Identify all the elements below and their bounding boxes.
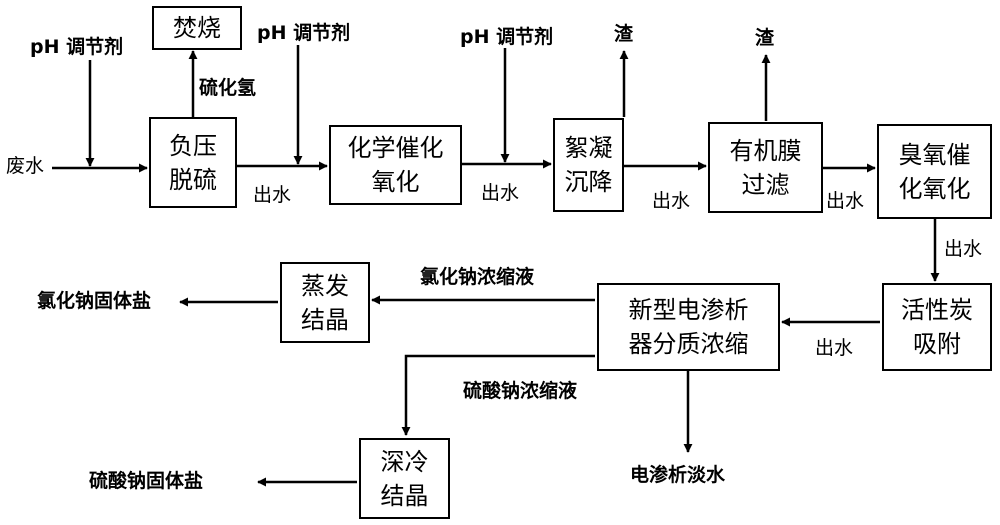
box-membrane-line-2: 过滤 [741,170,790,199]
box-chemical-catalytic-oxidation: 化学催化 氧化 [329,125,462,205]
label-effluent-2: 出水 [481,182,520,204]
box-deep-cooling-crystallization: 深冷 结晶 [359,438,450,519]
label-wastewater: 废水 [6,155,45,177]
label-hydrogen-sulfide: 硫化氢 [199,77,257,99]
box-ozone-catalytic-oxidation: 臭氧催 化氧化 [877,124,992,219]
box-electrodialysis-line-2: 器分质浓缩 [628,330,749,358]
box-evaporation-crystallization: 蒸发 结晶 [280,262,370,343]
label-effluent-3: 出水 [652,190,691,212]
box-electrodialysis-concentration: 新型电渗析 器分质浓缩 [597,283,780,371]
box-flocculation-line-1: 絮凝 [564,134,613,162]
label-effluent-5: 出水 [944,238,983,260]
box-carbon-line-2: 吸附 [913,330,961,358]
box-carbon-line-1: 活性炭 [901,296,973,324]
label-ph-regulator-3: pH 调节剂 [460,26,554,48]
box-deep-cooling-line-2: 结晶 [380,481,429,510]
box-evaporation-line-1: 蒸发 [301,271,349,300]
label-electrodialysis-fresh-water: 电渗析淡水 [630,464,726,486]
box-membrane-line-1: 有机膜 [729,136,802,165]
box-evaporation-line-2: 结晶 [301,305,349,334]
box-electrodialysis-line-1: 新型电渗析 [628,296,749,324]
box-negative-pressure-desulfurization: 负压 脱硫 [149,117,237,208]
box-ozone-line-1: 臭氧催 [898,140,971,169]
label-effluent-1: 出水 [253,184,292,206]
label-na2so4-concentrate: 硫酸钠浓缩液 [463,380,578,402]
label-nacl-solid-salt: 氯化钠固体盐 [37,290,152,312]
label-ph-regulator-1: pH 调节剂 [30,36,124,58]
box-flocculation-sedimentation: 絮凝 沉降 [553,118,624,212]
label-effluent-6: 出水 [815,337,854,359]
box-ozone-line-2: 化氧化 [898,174,971,203]
box-organic-membrane-filtration: 有机膜 过滤 [708,122,823,213]
label-residue-2: 渣 [755,27,775,49]
label-na2so4-solid-salt: 硫酸钠固体盐 [89,470,204,492]
box-deep-cooling-line-1: 深冷 [380,447,429,476]
box-chemical-oxidation-line-1: 化学催化 [347,134,444,162]
arrow-na2so4-concentrate [401,354,595,436]
label-ph-regulator-2: pH 调节剂 [257,22,351,44]
box-desulfurization-line-1: 负压 [169,131,217,160]
label-effluent-4: 出水 [826,190,865,212]
box-flocculation-line-2: 沉降 [564,168,613,196]
box-activated-carbon-adsorption: 活性炭 吸附 [882,283,992,371]
box-incineration-line-1: 焚烧 [173,14,221,42]
box-chemical-oxidation-line-2: 氧化 [371,168,420,196]
box-desulfurization-line-2: 脱硫 [169,165,217,194]
label-nacl-concentrate: 氯化钠浓缩液 [420,266,535,288]
box-incineration: 焚烧 [152,6,242,50]
label-residue-1: 渣 [614,23,634,45]
